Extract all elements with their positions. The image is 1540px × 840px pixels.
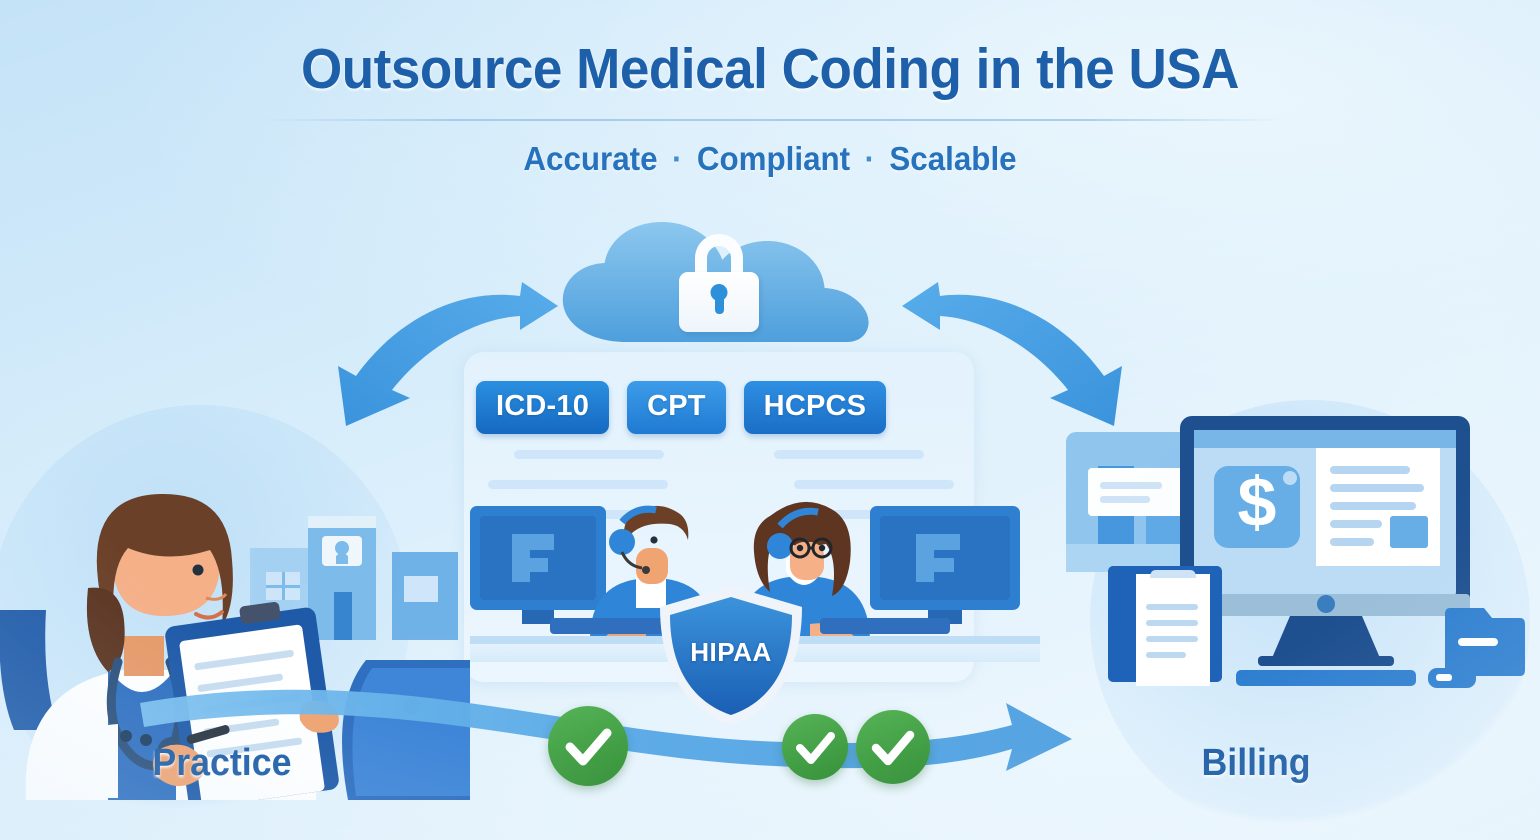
check-circle-icon-3	[856, 710, 930, 784]
billing-label: Billing	[1201, 742, 1311, 784]
monitor-left	[470, 506, 606, 624]
page-title: Outsource Medical Coding in the USA	[301, 37, 1239, 101]
subtitle-part-compliant: Compliant	[696, 140, 851, 177]
mouse-icon	[1428, 668, 1476, 688]
code-badge-group: ICD-10 CPT HCPCS	[476, 381, 887, 434]
dollar-sign-card: $	[1214, 463, 1300, 548]
secure-cloud	[534, 218, 904, 346]
monitor-right	[870, 506, 1020, 624]
subtitle-part-accurate: Accurate	[523, 140, 658, 177]
invoice-document	[1316, 448, 1440, 566]
desktop-monitor-icon: $	[1180, 416, 1470, 666]
hipaa-shield-label: HIPAA	[690, 637, 772, 667]
title-divider	[255, 119, 1285, 121]
practice-label: Practice	[152, 742, 292, 784]
keyboard-right	[820, 618, 950, 634]
check-circle-icon-1	[548, 706, 628, 786]
page-subtitle: Accurate · Compliant · Scalable	[39, 138, 1502, 180]
padlock-icon	[677, 234, 761, 332]
padlock-keyhole	[710, 284, 728, 301]
badge-icd-10[interactable]: ICD-10	[476, 381, 610, 434]
check-circle-icon-2	[782, 714, 848, 780]
billing-desktop-illustration: $	[1066, 416, 1525, 688]
subtitle-separator-1: ·	[671, 140, 683, 177]
badge-cpt[interactable]: CPT	[627, 381, 726, 434]
padlock-shackle	[695, 234, 743, 282]
shield-icon	[660, 586, 802, 725]
keyboard-icon	[1236, 670, 1416, 686]
badge-hcpcs[interactable]: HCPCS	[743, 381, 887, 434]
svg-text:$: $	[1238, 463, 1277, 541]
folder-icon	[1445, 608, 1525, 676]
clipboard-icon	[1108, 566, 1222, 686]
keyboard-left	[550, 618, 670, 634]
subtitle-part-scalable: Scalable	[889, 140, 1017, 177]
subtitle-separator-2: ·	[864, 140, 875, 177]
chair	[0, 610, 58, 730]
padlock-body	[679, 272, 759, 332]
hipaa-shield-badge: HIPAA	[655, 583, 807, 728]
